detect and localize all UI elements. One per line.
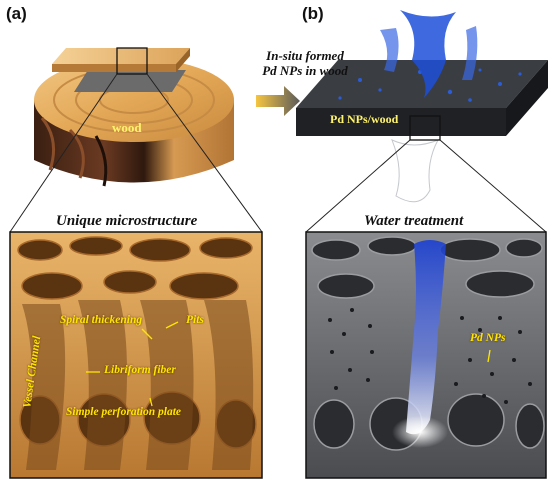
water-glow [392,416,448,448]
process-arrow-text: In-situ formed Pd NPs in wood [240,48,370,78]
process-arrow-line1: In-situ formed [266,48,344,63]
wood-label: wood [112,120,142,135]
zoom-line-a-left [9,73,118,233]
wood-plank [52,48,190,72]
process-arrow [256,86,300,116]
zoom-line-b-left [305,139,411,233]
zoom-line-a-right [146,73,263,233]
wood-disc [34,58,234,187]
anno-simple-perforation-plate: Simple perforation plate [66,406,181,418]
pd-wood-slab [296,60,548,136]
zoom-box-a [116,47,148,75]
pd-nanoparticles [328,308,532,404]
panel-label-b: (b) [302,4,324,23]
annotation-arrows-a [86,321,179,407]
panel-label-a: (a) [6,4,27,23]
zoom-box-b [409,115,441,141]
water-drip-bottom [391,138,440,203]
annotation-arrow-pd [487,349,491,363]
caption-microstructure: Unique microstructure [56,213,198,229]
anno-spiral-thickening: Spiral thickening [60,314,143,326]
zoom-line-b-right [439,139,547,233]
pd-wood-label: Pd NPs/wood [330,112,399,126]
anno-libriform-fiber: Libriform fiber [104,364,176,376]
caption-water-treatment: Water treatment [364,213,464,229]
anno-pd-nps: Pd NPs [470,332,506,344]
water-splash-top [380,10,478,98]
water-flow-channel [406,240,446,435]
process-arrow-line2: Pd NPs in wood [262,63,348,78]
microstructure-cells [22,300,254,470]
anno-pits: Pits [186,314,204,326]
